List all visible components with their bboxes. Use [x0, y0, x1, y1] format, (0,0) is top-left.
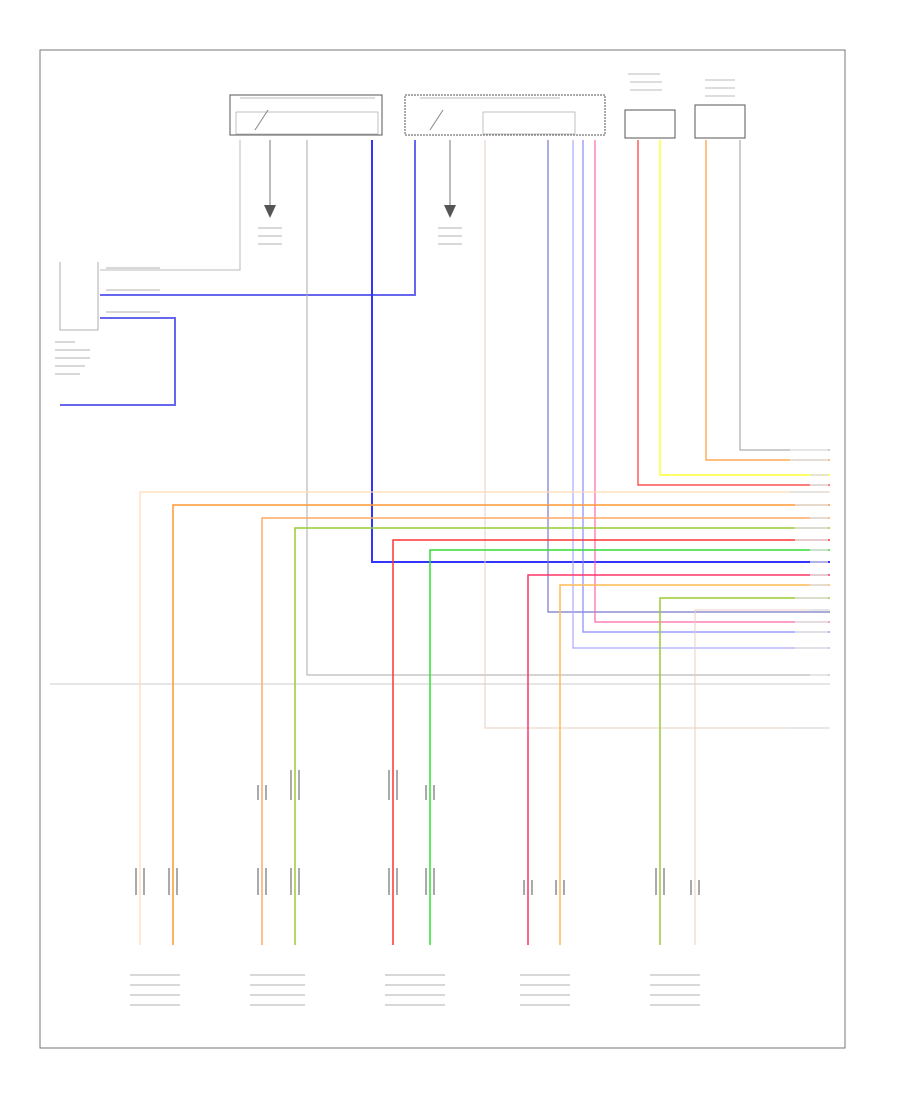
driver-ground-point: [258, 140, 282, 245]
passenger-ground-point: [438, 140, 462, 245]
bottom-component-labels: [130, 974, 700, 1006]
top-right-module-2: [694, 104, 746, 139]
left-seat-heater-module-connector: [229, 94, 383, 136]
left-instrument-panel-junction: [55, 262, 160, 375]
top-right-module-1: [624, 109, 676, 139]
diagram-frame: [39, 49, 846, 1049]
right-seat-heater-module-connector: [404, 94, 606, 136]
